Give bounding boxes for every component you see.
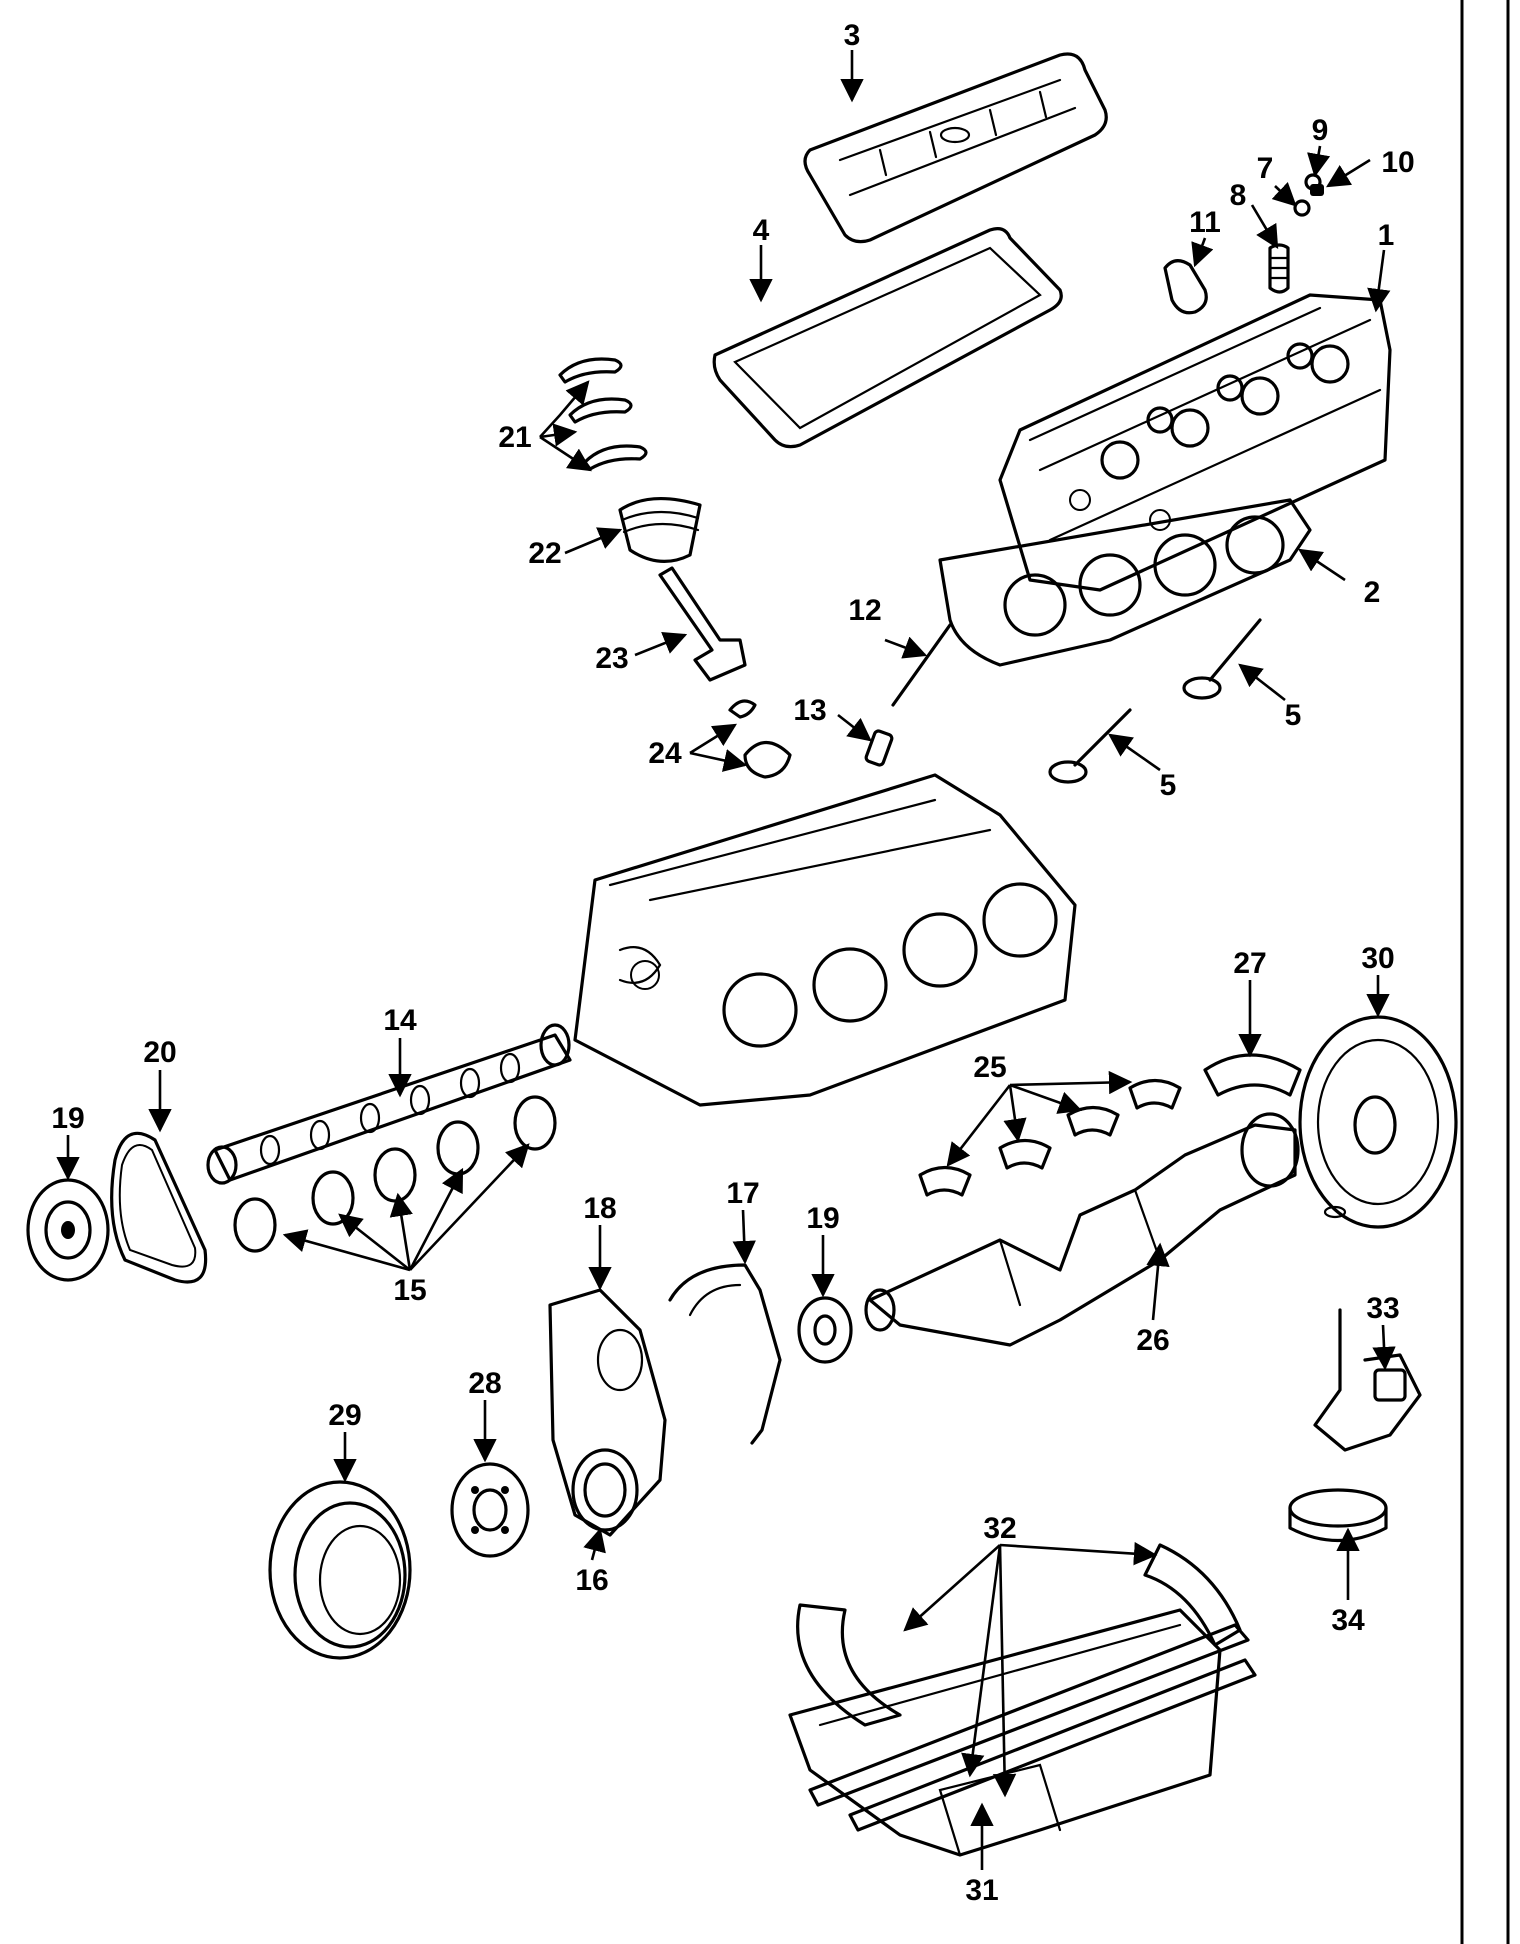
camshaft: [206, 1023, 572, 1185]
callout-12: 12: [848, 594, 881, 627]
valve-lifter: [864, 729, 894, 767]
callout-26: 26: [1136, 1324, 1169, 1357]
head-gasket: [938, 498, 1312, 667]
callout-22: 22: [528, 537, 561, 570]
callout-11: 11: [1189, 206, 1221, 239]
valve-upper: [1182, 618, 1262, 700]
valve-cover: [803, 52, 1108, 244]
callout-29: 29: [328, 1399, 361, 1432]
callout-14: 14: [383, 1004, 417, 1037]
front-crank-seal: [571, 1448, 639, 1532]
connecting-rod: [658, 566, 747, 682]
callout-31: 31: [965, 1874, 998, 1907]
callout-5-upper: 5: [1285, 699, 1302, 732]
oil-pump: [1313, 1308, 1422, 1452]
callout-27: 27: [1233, 947, 1266, 980]
callout-30: 30: [1361, 942, 1394, 975]
callout-24: 24: [648, 737, 682, 770]
oil-pickup-screen: [1288, 1488, 1388, 1542]
harmonic-balancer-hub: [450, 1462, 530, 1558]
main-bearings: [918, 1078, 1182, 1197]
rocker-guide-plate: [1163, 259, 1208, 315]
callout-19-left: 19: [51, 1102, 84, 1135]
callout-15: 15: [393, 1274, 426, 1307]
valve-cover-gasket: [712, 227, 1063, 449]
camshaft-sprocket: [26, 1178, 110, 1282]
leader-lines: [56, 50, 1396, 1870]
pushrod: [891, 623, 952, 707]
callout-4: 4: [753, 214, 770, 247]
callout-2: 2: [1364, 576, 1381, 609]
thrust-bearing: [1203, 1053, 1302, 1097]
piston-rings: [558, 357, 648, 471]
engine-block: [573, 773, 1077, 1107]
callout-17: 17: [726, 1177, 759, 1210]
timing-cover-gasket: [668, 1263, 782, 1445]
callout-32: 32: [983, 1512, 1016, 1545]
callout-13: 13: [793, 694, 826, 727]
callout-20: 20: [143, 1036, 176, 1069]
callout-19-middle: 19: [806, 1202, 839, 1235]
callout-28: 28: [468, 1367, 501, 1400]
callout-33: 33: [1366, 1292, 1399, 1325]
callout-16: 16: [575, 1564, 608, 1597]
cylinder-head: [998, 293, 1392, 592]
callout-8: 8: [1230, 179, 1247, 212]
callout-5-lower: 5: [1160, 769, 1177, 802]
callout-9: 9: [1312, 114, 1329, 147]
crankshaft-sprocket: [797, 1296, 853, 1364]
piston: [618, 497, 702, 564]
callout-21: 21: [498, 421, 531, 454]
oil-pan-gasket-set: [796, 1543, 1257, 1832]
timing-cover: [548, 1288, 667, 1537]
callout-1: 1: [1378, 219, 1395, 252]
valve-spring-parts: [1268, 173, 1324, 294]
callout-10: 10: [1381, 146, 1414, 179]
rod-bearings: [728, 699, 792, 779]
oil-pan: [788, 1608, 1222, 1857]
callout-34: 34: [1331, 1604, 1365, 1637]
callout-3: 3: [844, 19, 861, 52]
callout-7: 7: [1257, 152, 1274, 185]
callout-18: 18: [583, 1192, 616, 1225]
crankshaft: [864, 1112, 1300, 1347]
callout-23: 23: [595, 642, 628, 675]
valve-lower: [1048, 708, 1132, 784]
crankshaft-pulley: [268, 1480, 412, 1660]
callout-25: 25: [973, 1051, 1006, 1084]
timing-chain: [110, 1131, 208, 1284]
flywheel: [1298, 1015, 1458, 1229]
callout-labels: 3 4 1 2 5 5 7 8 9 10 11 12 13 14 15 16 1…: [51, 19, 1414, 1907]
